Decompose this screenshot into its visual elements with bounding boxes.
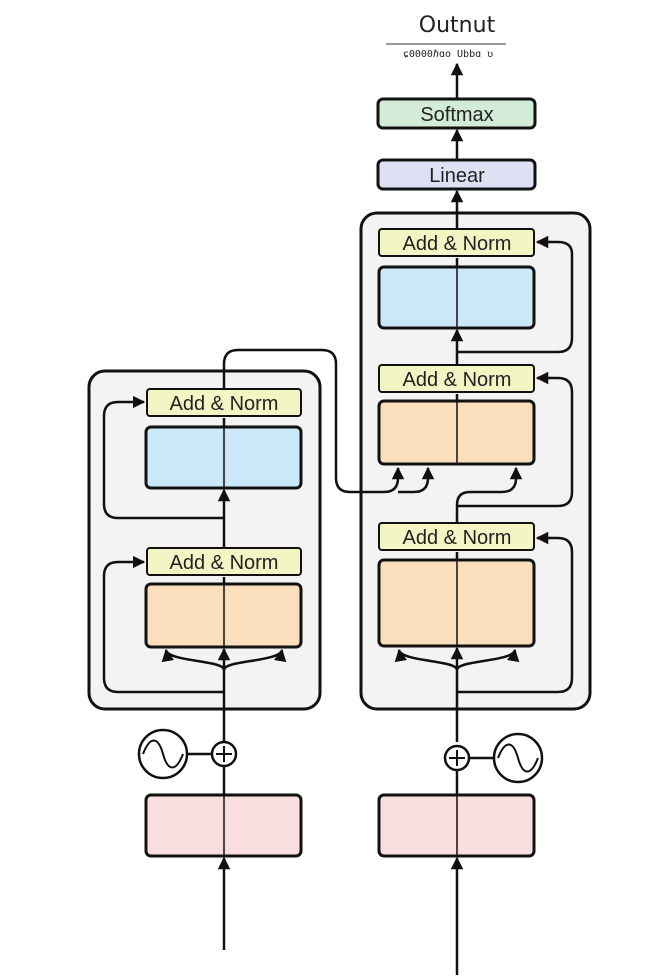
output-title: Outnut xyxy=(419,13,496,38)
encoder-flow xyxy=(102,348,435,950)
encoder-sine-wave-icon xyxy=(142,739,184,769)
linear-label: Linear xyxy=(429,165,485,187)
softmax-label: Softmax xyxy=(420,104,493,126)
decoder-add-norm-middle-label: Add & Norm xyxy=(403,369,512,391)
decoder-add-norm-bottom-label: Add & Norm xyxy=(403,527,512,549)
decoder-sine-wave-icon xyxy=(497,743,539,773)
encoder-add-norm-bottom-label: Add & Norm xyxy=(170,552,279,574)
encoder-add-norm-top-label: Add & Norm xyxy=(170,393,279,415)
block-split-lines xyxy=(223,267,458,856)
encoder-stack xyxy=(87,369,322,711)
encoder-add-icon-cross xyxy=(216,746,232,762)
decoder-add-norm-top-label: Add & Norm xyxy=(403,233,512,255)
output-subtitle: ɕ0000ℏɑo Ubbɑ ʋ xyxy=(403,49,493,60)
decoder-add-icon-cross xyxy=(449,750,465,766)
